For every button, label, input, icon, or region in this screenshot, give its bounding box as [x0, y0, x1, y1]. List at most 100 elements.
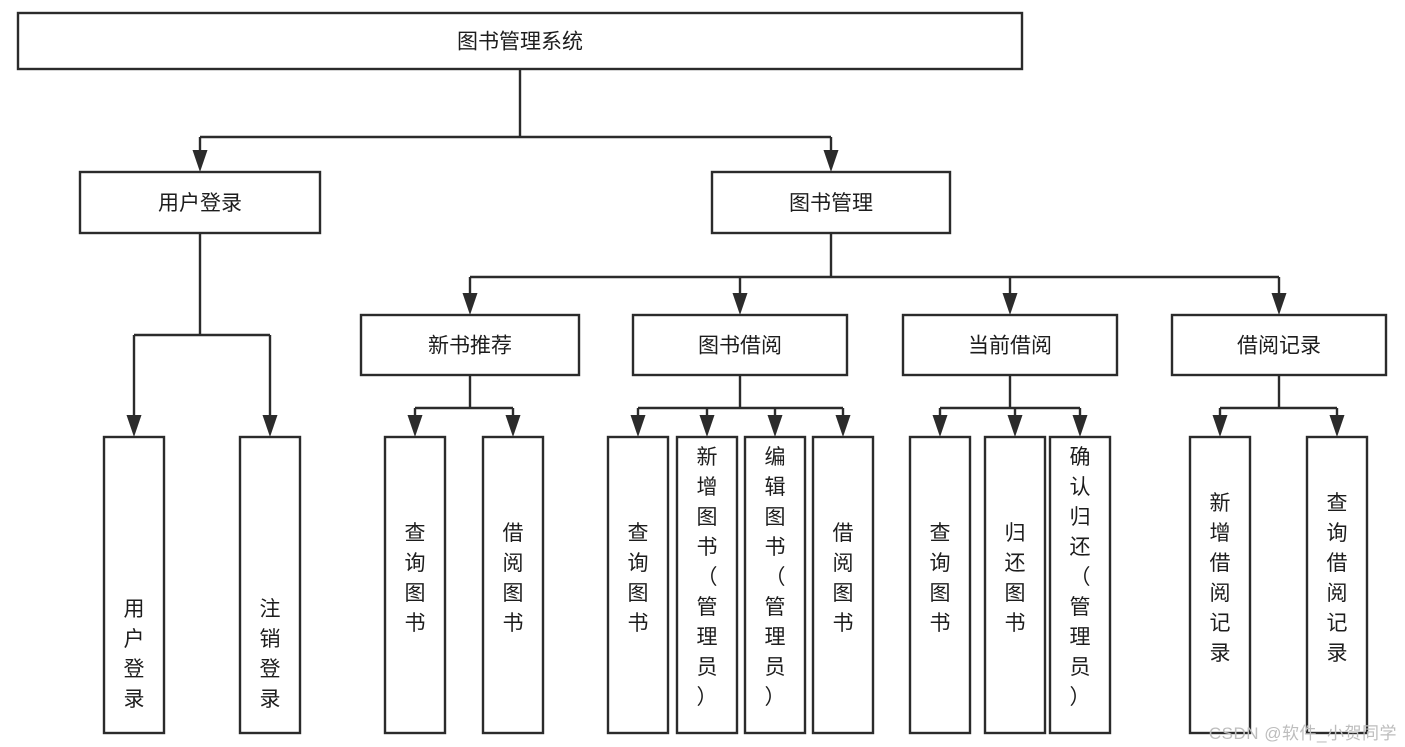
node-box[interactable]: [1170, 313, 1388, 377]
node-label-char: 新: [697, 446, 718, 469]
node-borrow-record[interactable]: 借阅记录: [1170, 313, 1388, 377]
node-label-char: 增: [1210, 522, 1231, 545]
node-leaf-add-book[interactable]: 新增图书（管理员）: [675, 435, 739, 735]
node-label-char: 认: [1070, 476, 1091, 499]
node-leaf-query-book-1[interactable]: 查询图书: [383, 435, 447, 735]
node-leaf-confirm-return[interactable]: 确认归还（管理员）: [1048, 435, 1112, 735]
node-label-char: 登: [124, 658, 145, 681]
arrow-head-icon: [1212, 415, 1228, 437]
node-label-char: 录: [260, 688, 281, 711]
node-label-char: 记: [1210, 612, 1231, 635]
node-label-char: 图: [697, 506, 718, 529]
node-label-char: （: [765, 566, 786, 589]
node-box[interactable]: [1048, 435, 1112, 735]
node-label-char: 图: [833, 582, 854, 605]
arrow-head-icon: [1271, 293, 1287, 315]
node-label-char: 员: [765, 656, 786, 679]
node-label-char: （: [697, 566, 718, 589]
node-label-char: 录: [1327, 642, 1348, 665]
node-label-char: 理: [697, 626, 718, 649]
arrow-head-icon: [630, 415, 646, 437]
node-box[interactable]: [16, 11, 1024, 71]
node-box[interactable]: [983, 435, 1047, 735]
node-label-char: 户: [124, 628, 145, 651]
node-box[interactable]: [238, 435, 302, 735]
node-label: 查询图书: [405, 522, 426, 635]
node-label: 新增借阅记录: [1210, 492, 1231, 665]
node-label-char: 阅: [503, 552, 524, 575]
node-leaf-add-record[interactable]: 新增借阅记录: [1188, 435, 1252, 735]
edge-group-book-manage: [462, 233, 1287, 315]
arrow-head-icon: [1002, 293, 1018, 315]
node-leaf-user-login[interactable]: 用户登录: [102, 435, 166, 735]
node-label-char: 管: [697, 596, 718, 619]
node-box[interactable]: [359, 313, 581, 377]
node-box[interactable]: [901, 313, 1119, 377]
node-box[interactable]: [811, 435, 875, 735]
edge-group-borrow-record: [1212, 375, 1345, 437]
node-box[interactable]: [675, 435, 739, 735]
node-book-borrow[interactable]: 图书借阅: [631, 313, 849, 377]
node-box[interactable]: [631, 313, 849, 377]
node-box[interactable]: [908, 435, 972, 735]
node-box[interactable]: [481, 435, 545, 735]
arrow-head-icon: [932, 415, 948, 437]
node-user-login[interactable]: 用户登录: [78, 170, 322, 235]
arrow-head-icon: [1072, 415, 1088, 437]
node-label-char: 登: [260, 658, 281, 681]
csdn-watermark: CSDN @软件_小贺同学: [1208, 724, 1397, 743]
node-label: 借阅记录: [1237, 335, 1321, 358]
node-label-char: 图: [930, 582, 951, 605]
node-label-char: 借: [833, 522, 854, 545]
node-label-char: 书: [930, 612, 951, 635]
node-label: 查询图书: [628, 522, 649, 635]
node-label-char: 查: [1327, 492, 1348, 515]
node-root[interactable]: 图书管理系统: [16, 11, 1024, 71]
node-label-char: ）: [697, 686, 718, 709]
node-label-char: 查: [930, 522, 951, 545]
node-label: 编辑图书（管理员）: [765, 446, 786, 709]
node-leaf-logout[interactable]: 注销登录: [238, 435, 302, 735]
node-box[interactable]: [1188, 435, 1252, 735]
arrow-head-icon: [767, 415, 783, 437]
node-label-char: 管: [1070, 596, 1091, 619]
node-leaf-return-book[interactable]: 归还图书: [983, 435, 1047, 735]
node-label-char: （: [1070, 566, 1091, 589]
node-label-char: 书: [628, 612, 649, 635]
node-label: 注销登录: [260, 598, 281, 711]
node-leaf-query-record[interactable]: 查询借阅记录: [1305, 435, 1369, 735]
node-box[interactable]: [606, 435, 670, 735]
node-current-borrow[interactable]: 当前借阅: [901, 313, 1119, 377]
node-box[interactable]: [78, 170, 322, 235]
node-box[interactable]: [710, 170, 952, 235]
node-leaf-borrow-book-1[interactable]: 借阅图书: [481, 435, 545, 735]
node-label-char: 书: [1005, 612, 1026, 635]
arrow-head-icon: [126, 415, 142, 437]
node-new-book-rec[interactable]: 新书推荐: [359, 313, 581, 377]
node-book-manage[interactable]: 图书管理: [710, 170, 952, 235]
node-label: 图书管理系统: [457, 31, 583, 54]
node-box[interactable]: [743, 435, 807, 735]
node-box[interactable]: [1305, 435, 1369, 735]
arrow-head-icon: [1007, 415, 1023, 437]
node-label-char: 借: [1327, 552, 1348, 575]
node-label-char: 询: [405, 552, 426, 575]
node-label: 图书管理: [789, 192, 873, 215]
node-leaf-edit-book[interactable]: 编辑图书（管理员）: [743, 435, 807, 735]
node-label: 归还图书: [1005, 522, 1026, 635]
node-label: 确认归还（管理员）: [1070, 446, 1091, 709]
node-label-char: ）: [765, 686, 786, 709]
arrow-head-icon: [192, 150, 208, 172]
node-box[interactable]: [102, 435, 166, 735]
node-label-char: 录: [124, 688, 145, 711]
node-label-char: 图: [628, 582, 649, 605]
node-label-char: 阅: [1210, 582, 1231, 605]
node-leaf-query-book-3[interactable]: 查询图书: [908, 435, 972, 735]
edge-group-book-borrow: [630, 375, 851, 437]
node-label: 查询图书: [930, 522, 951, 635]
node-label-char: 确: [1070, 446, 1091, 469]
node-box[interactable]: [383, 435, 447, 735]
node-leaf-query-book-2[interactable]: 查询图书: [606, 435, 670, 735]
node-leaf-borrow-book-2[interactable]: 借阅图书: [811, 435, 875, 735]
